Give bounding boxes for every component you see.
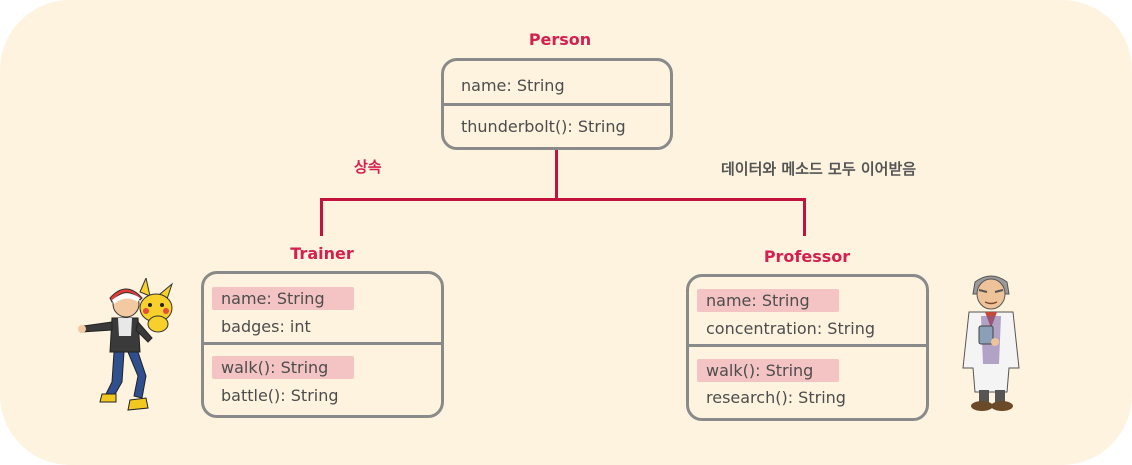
person-class-box: name: String thunderbolt(): String: [441, 58, 673, 150]
trainer-field-name-highlight: name: String: [212, 287, 354, 310]
professor-field-name-highlight: name: String: [697, 289, 839, 312]
professor-method-walk: walk(): String: [697, 359, 839, 382]
inheritance-connector-trunk: [555, 150, 558, 200]
inheritance-note: 데이터와 메소드 모두 이어받음: [721, 160, 917, 178]
trainer-class-title: Trainer: [290, 244, 354, 263]
professor-icon: [962, 275, 1020, 411]
trainer-method-battle: battle(): String: [221, 386, 339, 405]
professor-method-research: research(): String: [706, 388, 846, 407]
trainer-field-badges: badges: int: [221, 317, 311, 336]
trainer-with-pikachu-icon: [78, 278, 174, 411]
inheritance-connector-bar: [320, 198, 806, 201]
professor-class-title: Professor: [763, 247, 851, 266]
professor-divider: [689, 344, 926, 347]
trainer-field-name: name: String: [212, 287, 354, 310]
professor-field-concentration: concentration: String: [706, 319, 876, 338]
professor-field-name: name: String: [697, 289, 839, 312]
professor-class-box: name: String concentration: String walk(…: [686, 274, 929, 421]
person-field-name: name: String: [461, 76, 565, 95]
professor-method-walk-highlight: walk(): String: [697, 359, 839, 382]
trainer-class-box: name: String badges: int walk(): String …: [201, 271, 444, 418]
inheritance-label: 상속: [354, 158, 382, 176]
person-class-title: Person: [528, 30, 592, 49]
inheritance-connector-left: [320, 198, 323, 236]
trainer-divider: [204, 342, 441, 345]
trainer-method-walk-highlight: walk(): String: [212, 356, 354, 379]
inheritance-connector-right: [803, 198, 806, 236]
person-divider: [444, 103, 670, 106]
trainer-method-walk: walk(): String: [212, 356, 354, 379]
person-method-thunderbolt: thunderbolt(): String: [461, 117, 626, 136]
